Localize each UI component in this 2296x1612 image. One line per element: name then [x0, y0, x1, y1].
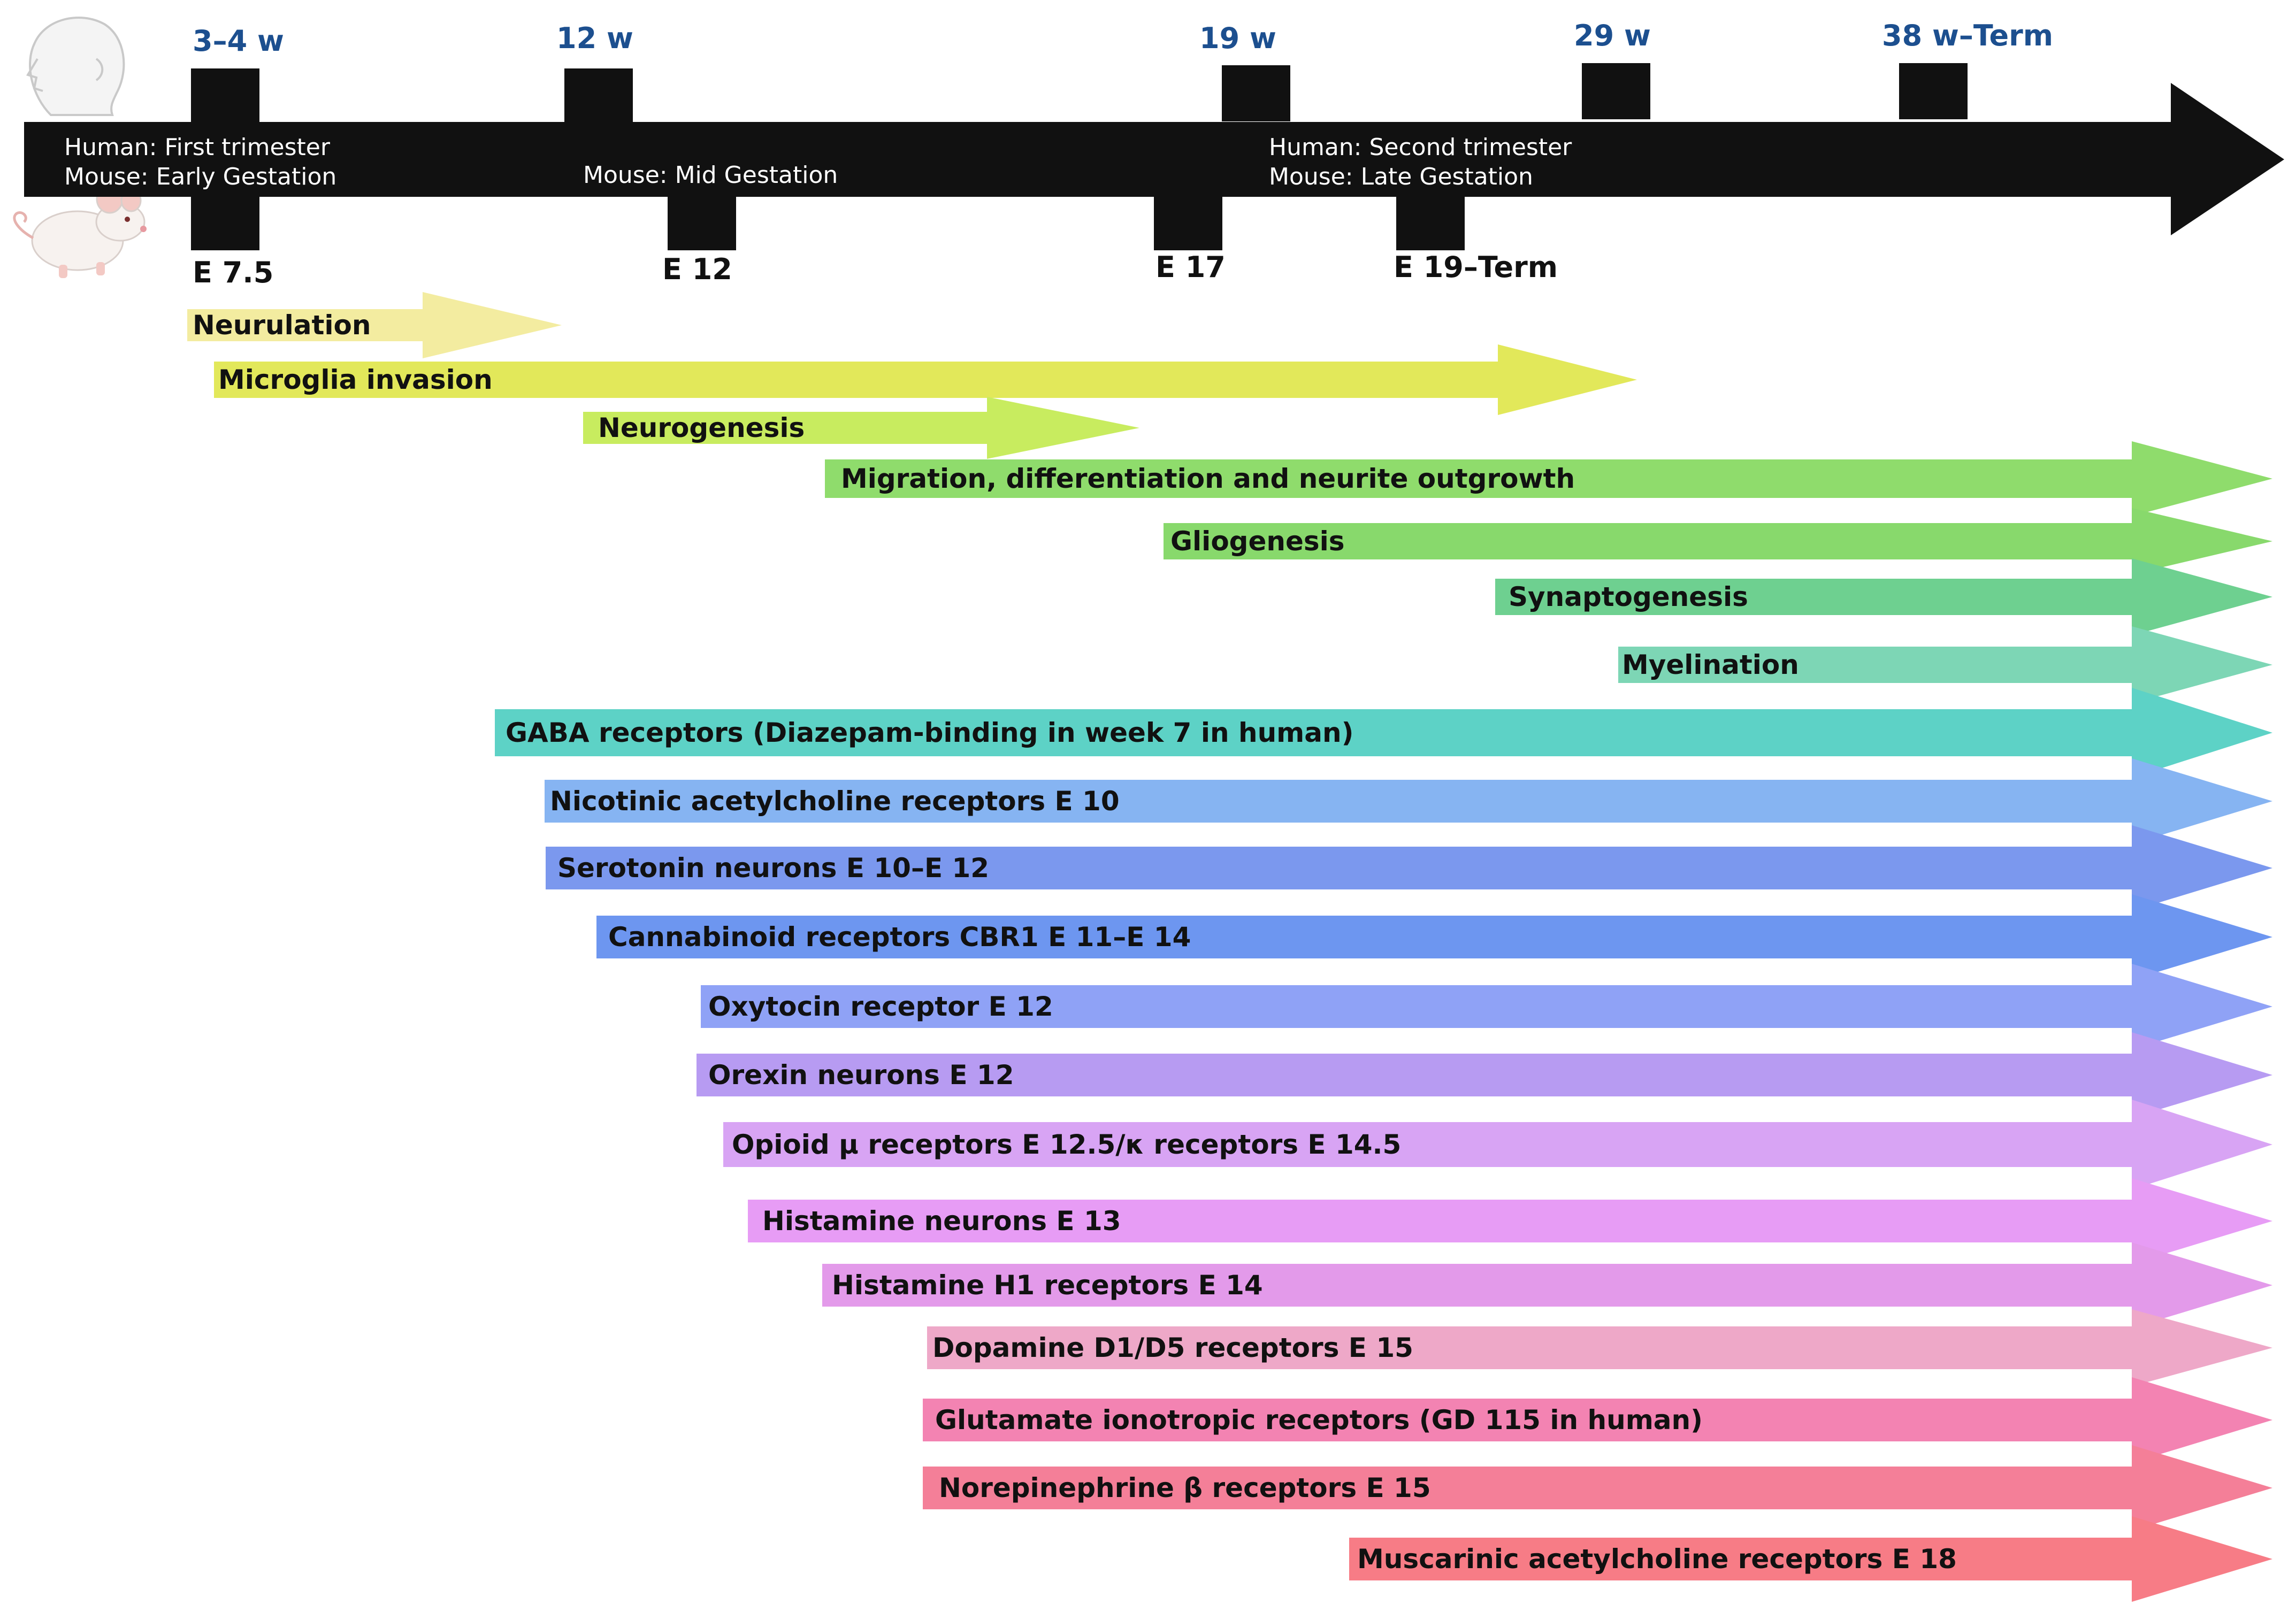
process-arrow [1618, 626, 2272, 703]
process-label: Serotonin neurons E 10–E 12 [557, 853, 989, 884]
process-arrow [723, 1100, 2272, 1189]
process-label: GABA receptors (Diazepam-binding in week… [506, 717, 1353, 748]
process-arrow [701, 964, 2272, 1049]
process-label: Dopamine D1/D5 receptors E 15 [932, 1332, 1413, 1363]
human-tick-marks: 3–4 w 12 w 19 w 29 w 38 w–Term [191, 19, 2053, 125]
process-label: Myelination [1622, 649, 1799, 680]
process-label: Synaptogenesis [1509, 581, 1748, 612]
human-tick-label: 3–4 w [193, 24, 284, 58]
mouse-tick-block [1154, 193, 1222, 250]
human-head-icon [26, 16, 125, 116]
mouse-tick-label: E 19–Term [1394, 250, 1558, 284]
process-label: Microglia invasion [218, 364, 493, 395]
human-tick-label: 19 w [1199, 21, 1276, 55]
human-tick-block [1582, 63, 1650, 119]
human-tick-block [564, 68, 633, 125]
mouse-tick-marks: E 7.5 E 12 E 17 E 19–Term [191, 193, 1558, 289]
process-label: Migration, differentiation and neurite o… [841, 463, 1575, 494]
mouse-tick-label: E 7.5 [193, 256, 273, 289]
human-tick-block [191, 68, 259, 125]
mouse-tick-label: E 17 [1155, 250, 1226, 284]
process-arrow [748, 1178, 2272, 1264]
human-tick-block [1222, 65, 1290, 121]
process-label: Cannabinoid receptors CBR1 E 11–E 14 [608, 922, 1191, 953]
mouse-tick-block [668, 193, 736, 250]
process-arrow [545, 758, 2272, 844]
process-arrow [822, 1242, 2272, 1328]
human-tick-block [1899, 63, 1968, 119]
process-arrow [1495, 558, 2272, 635]
process-arrow [596, 894, 2272, 980]
process-label: Neurogenesis [598, 412, 805, 443]
process-arrow [1349, 1516, 2272, 1602]
process-arrow [697, 1032, 2272, 1118]
process-label: Gliogenesis [1170, 526, 1345, 557]
mouse-tick-block [191, 193, 259, 250]
process-label: Neurulation [193, 310, 371, 341]
process-label: Nicotinic acetylcholine receptors E 10 [550, 786, 1120, 817]
process-arrow [187, 292, 562, 358]
process-label: Histamine neurons E 13 [762, 1206, 1121, 1237]
process-label: Glutamate ionotropic receptors (GD 115 i… [935, 1404, 1703, 1436]
stage-labels: Human: First trimester Mouse: Early Gest… [64, 134, 1572, 190]
mouse-tick-label: E 12 [662, 252, 732, 286]
mouse-tick-block [1396, 193, 1465, 250]
timeline-axis [24, 83, 2284, 235]
stage-early-mouse: Mouse: Early Gestation [64, 163, 336, 190]
process-label: Histamine H1 receptors E 14 [832, 1270, 1263, 1301]
process-arrow [495, 688, 2272, 778]
process-label: Oxytocin receptor E 12 [708, 991, 1053, 1022]
stage-late-mouse: Mouse: Late Gestation [1269, 163, 1533, 190]
stage-late-human: Human: Second trimester [1269, 134, 1572, 161]
stage-mid-mouse: Mouse: Mid Gestation [583, 162, 838, 189]
process-arrow [214, 344, 1637, 415]
process-arrow [825, 441, 2272, 516]
process-label: Muscarinic acetylcholine receptors E 18 [1357, 1544, 1957, 1575]
process-arrow [923, 1377, 2272, 1463]
process-label: Opioid μ receptors E 12.5/κ receptors E … [732, 1129, 1401, 1160]
stage-early-human: Human: First trimester [64, 134, 331, 161]
process-arrow [583, 397, 1139, 459]
process-arrow [546, 825, 2272, 911]
process-arrow [923, 1445, 2272, 1531]
mouse-icon [13, 184, 147, 278]
human-tick-label: 29 w [1574, 19, 1651, 52]
process-arrow [927, 1309, 2272, 1386]
process-label: Norepinephrine β receptors E 15 [939, 1472, 1431, 1503]
human-tick-label: 38 w–Term [1882, 19, 2053, 52]
process-label: Orexin neurons E 12 [708, 1060, 1014, 1091]
human-tick-label: 12 w [556, 21, 633, 55]
process-arrow [1164, 508, 2272, 574]
